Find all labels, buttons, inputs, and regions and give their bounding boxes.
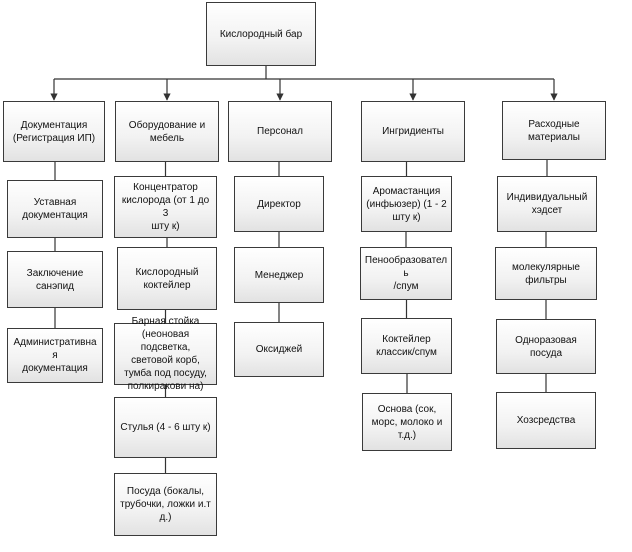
column-1-item-3: Стулья (4 - 6 шту к) — [114, 397, 217, 458]
column-1-item-2: Барная стойка (неоновая подсветка, свето… — [114, 316, 217, 392]
column-header-2: Персонал — [228, 101, 332, 162]
column-header-1: Оборудование и мебель — [115, 101, 219, 162]
column-4-item-2: Одноразовая посуда — [496, 319, 596, 374]
column-1-item-4: Посуда (бокалы, трубочки, ложки и.т д.) — [114, 473, 217, 536]
column-3-item-0: Аромастанция (инфьюзер) (1 - 2 шту к) — [361, 176, 452, 232]
column-header-4: Расходные материалы — [502, 101, 606, 160]
root-node: Кислородный бар — [206, 2, 316, 66]
column-1-item-1: Кислородный коктейлер — [117, 247, 217, 310]
column-2-item-1: Менеджер — [234, 247, 324, 303]
column-3-item-2: Коктейлер классик/спум — [361, 318, 452, 374]
column-4-item-3: Хозсредства — [496, 392, 596, 449]
column-0-item-1: Заключение санэпид — [7, 251, 103, 308]
column-1-item-0: Концентратор кислорода (от 1 до 3 шту к) — [114, 176, 217, 238]
column-4-item-1: молекулярные фильтры — [495, 247, 597, 300]
column-2-item-0: Директор — [234, 176, 324, 232]
column-header-3: Ингридиенты — [361, 101, 465, 162]
column-4-item-0: Индивидуальный хэдсет — [497, 176, 597, 232]
column-3-item-1: Пенообразователь /спум — [360, 247, 452, 300]
column-2-item-2: Оксиджей — [234, 322, 324, 377]
column-header-0: Документация (Регистрация ИП) — [3, 101, 105, 162]
column-0-item-2: Административная документация — [7, 328, 103, 383]
column-0-item-0: Уставная документация — [7, 180, 103, 238]
column-3-item-3: Основа (сок, морс, молоко и т.д.) — [362, 393, 452, 451]
